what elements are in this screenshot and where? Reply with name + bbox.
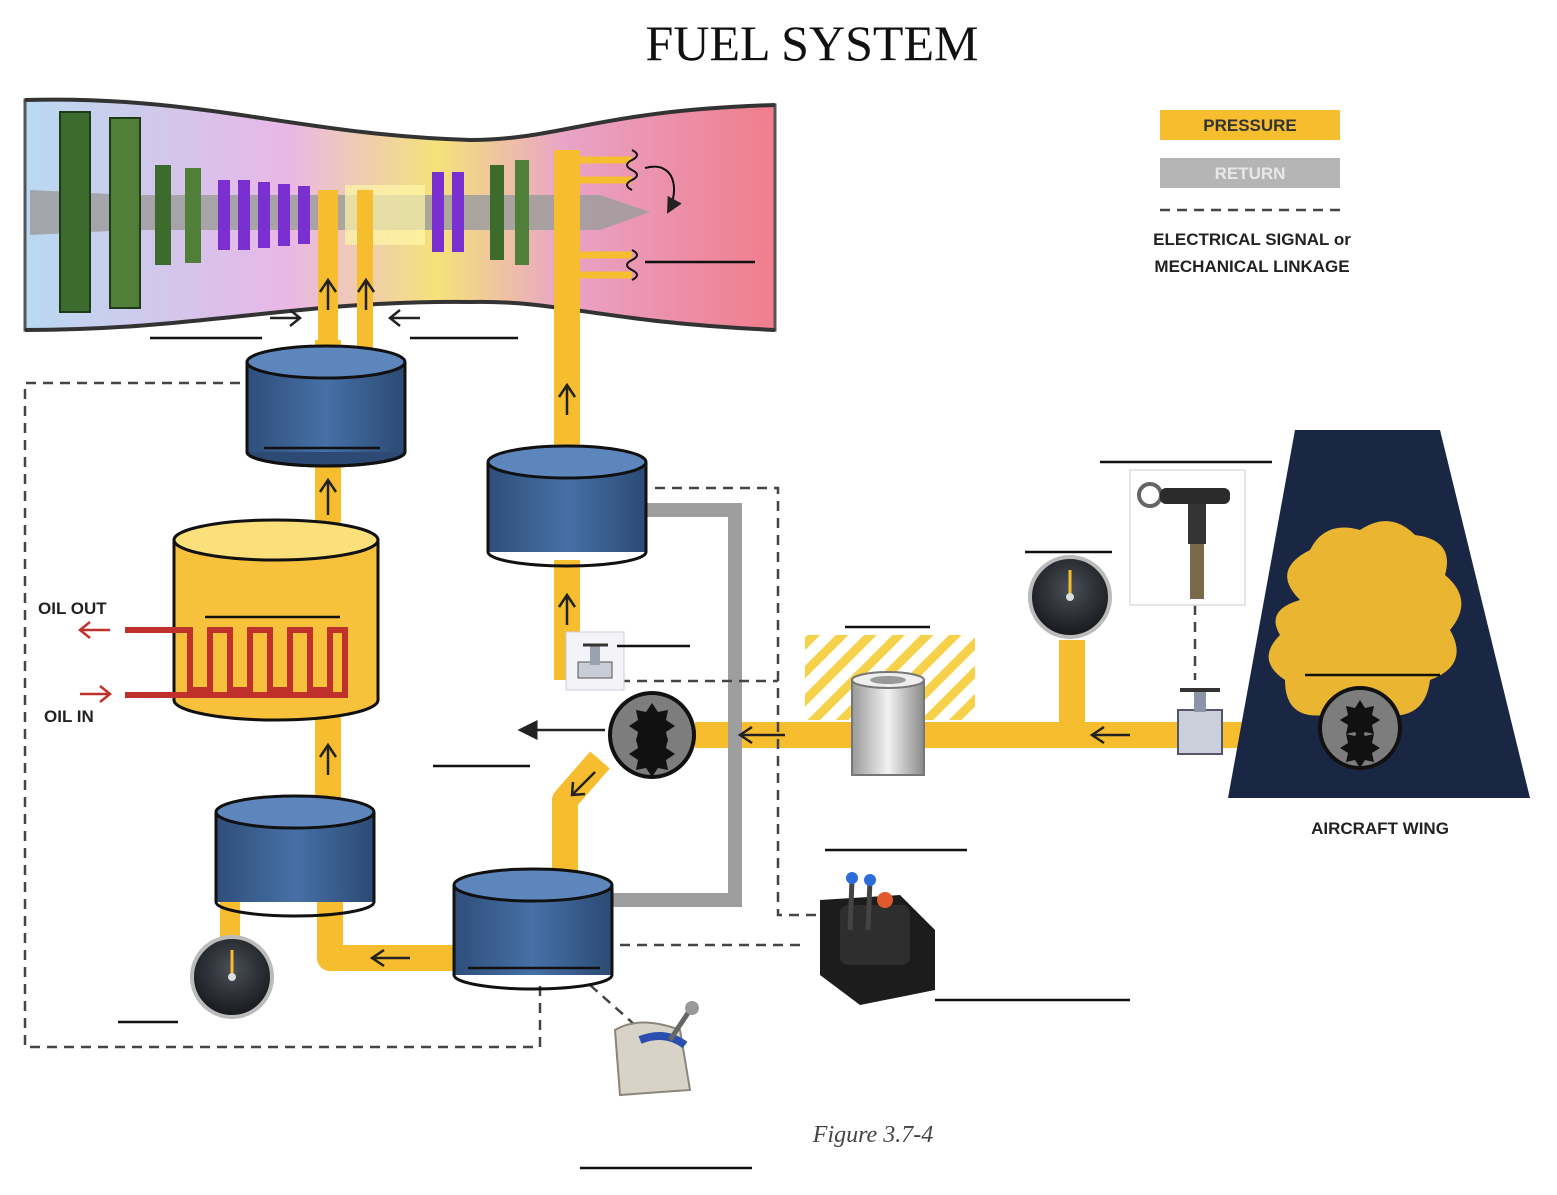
page-title: FUEL SYSTEM [646, 15, 979, 71]
bypass-valve [565, 631, 625, 691]
pressure-gauge-tank [190, 935, 274, 1019]
legend-return-label: RETURN [1215, 164, 1286, 183]
oil-arrows [77, 621, 113, 703]
oil-out-label: OIL OUT [38, 599, 107, 618]
oil-in-label: OIL IN [44, 707, 94, 726]
figure-caption: Figure 3.7-4 [812, 1122, 933, 1148]
jet-engine [23, 97, 777, 332]
fuel-control-unit-bottom [452, 867, 614, 991]
legend-signal-line2: MECHANICAL LINKAGE [1154, 257, 1349, 276]
flow-arrows [270, 277, 1130, 968]
aircraft-wing-label: AIRCRAFT WING [1311, 819, 1449, 838]
fire-handle-icon [1129, 469, 1246, 606]
spray-bars [575, 156, 632, 279]
engine-fuel-pump [608, 691, 696, 779]
fuel-control-unit-right [486, 444, 648, 568]
legend-return-swatch [1160, 158, 1340, 188]
legend-signal-line1: ELECTRICAL SIGNAL or [1153, 230, 1351, 249]
turbine-stages [432, 160, 529, 265]
fuel-filter [805, 635, 975, 776]
fuel-control-unit-top [245, 344, 407, 468]
throttle-quadrant-icon [820, 872, 935, 1005]
legend-pressure-label: PRESSURE [1203, 116, 1297, 135]
legend: PRESSURE RETURN ELECTRICAL SIGNAL or MEC… [1153, 110, 1351, 276]
signal-lines [23, 208, 1340, 1049]
legend-pressure-swatch [1160, 110, 1340, 140]
pressure-gauge-wing [1028, 555, 1112, 639]
aircraft-wing [1228, 430, 1530, 798]
fan-blades [59, 111, 201, 313]
fuel-oil-heat-exchanger [125, 518, 380, 722]
shutoff-valve [1177, 688, 1223, 755]
fuel-tank-bottom-left [214, 794, 376, 918]
return-lines [610, 503, 742, 907]
power-lever-icon [613, 1001, 699, 1097]
blank-label-lines [118, 336, 1272, 1170]
